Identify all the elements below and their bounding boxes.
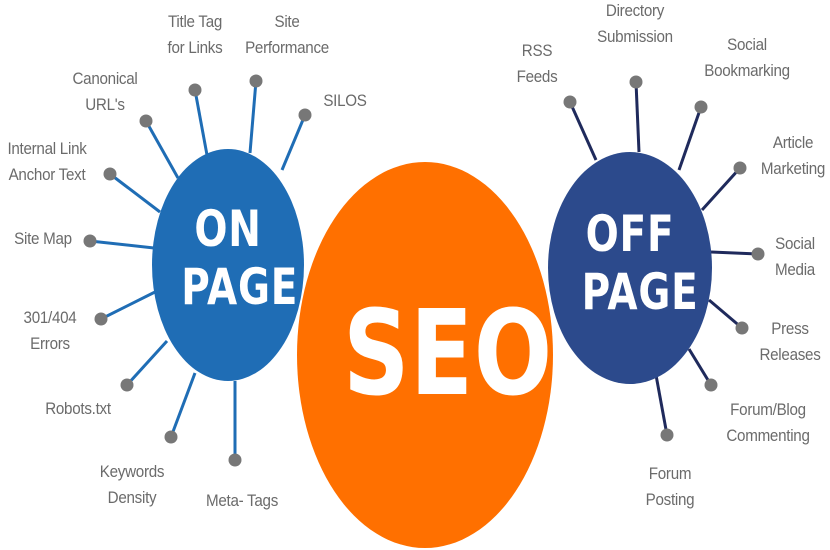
node-robots — [120, 378, 134, 392]
node-site-map — [83, 234, 97, 248]
label-rss: RSS Feeds — [516, 42, 558, 86]
off-page-title: OFF PAGE — [581, 205, 699, 321]
label-robots: Robots.txt — [45, 400, 111, 418]
off-page-line2: PAGE — [581, 263, 699, 321]
label-press: Press Releases — [759, 320, 821, 364]
off-page-circle — [548, 152, 712, 384]
seo-title: SEO — [343, 284, 553, 422]
node-site-performance — [249, 74, 263, 88]
label-internal-link: Internal Link Anchor Text — [7, 140, 87, 184]
off-page-connectors — [568, 81, 759, 436]
label-canonical: Canonical URL's — [72, 70, 138, 114]
on-page-line1: ON — [194, 200, 262, 258]
label-silos: SILOS — [323, 92, 367, 110]
node-social-bookmarking — [694, 100, 708, 114]
on-page-circle — [152, 149, 304, 381]
label-article: Article Marketing — [760, 134, 826, 178]
label-social-media: Social Media — [775, 235, 815, 279]
label-meta-tags: Meta- Tags — [205, 492, 279, 510]
seo-circle — [297, 162, 553, 548]
label-forum-blog: Forum/Blog Commenting — [726, 401, 810, 445]
on-page-connectors — [89, 80, 307, 460]
label-forum-posting: Forum Posting — [645, 465, 695, 509]
node-silos — [298, 108, 312, 122]
node-title-tag — [188, 83, 202, 97]
node-forum-posting — [660, 428, 674, 442]
node-meta-tags — [228, 453, 242, 467]
label-site-performance: Site Performance — [245, 13, 329, 57]
label-social-bookmarking: Social Bookmarking — [704, 36, 790, 80]
node-press — [735, 321, 749, 335]
label-directory: Directory Submission — [597, 2, 673, 46]
node-social-media — [751, 247, 765, 261]
on-page-title: ON PAGE — [181, 200, 299, 316]
off-page-line1: OFF — [585, 205, 675, 263]
label-title-tag: Title Tag for Links — [167, 13, 223, 57]
label-301-404: 301/404 Errors — [23, 309, 77, 353]
node-forum-blog — [704, 378, 718, 392]
label-site-map: Site Map — [14, 230, 72, 248]
node-directory — [629, 75, 643, 89]
node-301-404 — [94, 312, 108, 326]
node-keywords — [164, 430, 178, 444]
on-page-nodes — [83, 74, 312, 467]
on-page-line2: PAGE — [181, 258, 299, 316]
node-internal-link — [103, 167, 117, 181]
off-page-nodes — [563, 75, 765, 442]
label-keywords: Keywords Density — [99, 463, 165, 507]
node-rss — [563, 95, 577, 109]
node-article — [733, 161, 747, 175]
node-canonical — [139, 114, 153, 128]
